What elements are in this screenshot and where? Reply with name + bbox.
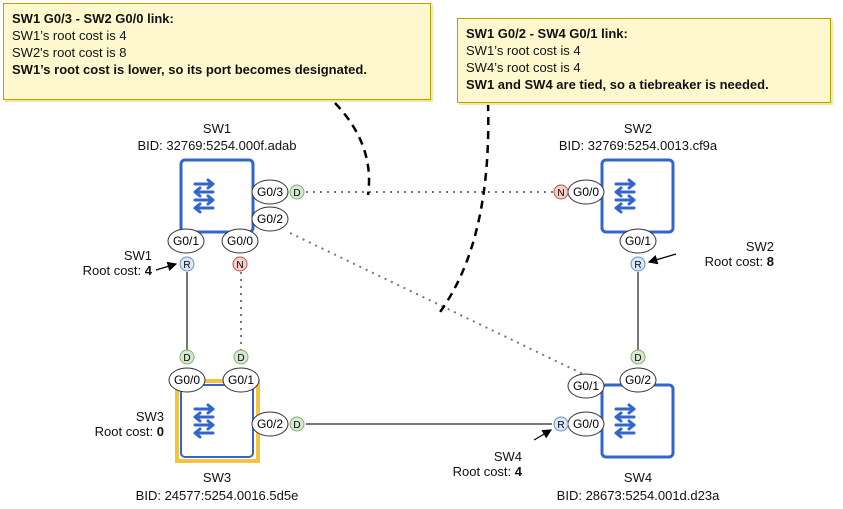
note-heading: SW1 G0/2 - SW4 G0/1 link: [466, 26, 628, 41]
role-non-designated-sw2-g00: N [553, 184, 569, 200]
svg-text:G0/1: G0/1 [573, 379, 599, 393]
sw4-root-cost: SW4 Root cost: 4 [430, 449, 522, 479]
note-sw1-sw2-link: SW1 G0/3 - SW2 G0/0 link: SW1’s root cos… [3, 3, 431, 100]
svg-text:R: R [634, 260, 641, 271]
sw3-root-cost: SW3 Root cost: 0 [72, 409, 164, 439]
root-cost-text: Root cost: 4 [82, 263, 152, 278]
port-sw1-g02[interactable]: G0/2 [251, 206, 289, 232]
arrow-sw2-root [647, 253, 677, 265]
svg-text:G0/0: G0/0 [227, 234, 253, 248]
svg-text:G0/2: G0/2 [257, 417, 283, 431]
port-sw2-g00[interactable]: G0/0 [567, 179, 605, 205]
port-sw4-g02[interactable]: G0/2 [619, 367, 657, 393]
switch-sw2-name: SW2 [623, 121, 653, 136]
svg-text:R: R [183, 260, 190, 271]
root-cost-text: Root cost: 8 [704, 254, 774, 269]
side-switch-name: SW2 [745, 239, 774, 254]
note-line: SW2's root cost is 8 [12, 45, 127, 60]
switch-sw3[interactable] [180, 384, 254, 458]
port-sw4-g00[interactable]: G0/0 [567, 411, 605, 437]
port-sw2-g01[interactable]: G0/1 [619, 228, 657, 254]
switch-sw2-bid: BID: 32769:5254.0013.cf9a [558, 138, 718, 153]
switch-sw4-bid: BID: 28673:5254.001d.d23a [556, 488, 720, 503]
role-root-sw4-g00: R [553, 416, 569, 432]
svg-text:D: D [293, 420, 300, 431]
callout-connector-1 [334, 102, 371, 196]
side-switch-name: SW3 [135, 409, 164, 424]
switch-sw2[interactable] [600, 158, 675, 234]
sw1-root-cost: SW1 Root cost: 4 [60, 248, 152, 278]
svg-text:G0/3: G0/3 [257, 185, 283, 199]
port-sw1-g01[interactable]: G0/1 [167, 228, 205, 254]
note-conclusion: SW1’s root cost is lower, so its port be… [12, 62, 367, 77]
switch-sw1-name: SW1 [202, 121, 232, 136]
side-switch-name: SW4 [493, 449, 522, 464]
port-sw3-g00[interactable]: G0/0 [168, 367, 206, 393]
note-line: SW4’s root cost is 4 [466, 60, 581, 75]
svg-text:D: D [293, 188, 300, 199]
port-sw1-g00[interactable]: G0/0 [221, 228, 259, 254]
svg-text:D: D [183, 353, 190, 364]
svg-text:G0/0: G0/0 [573, 417, 599, 431]
role-designated-sw1-g03: D [289, 184, 305, 200]
root-cost-text: Root cost: 0 [94, 424, 164, 439]
svg-text:G0/2: G0/2 [625, 373, 651, 387]
note-line: SW1’s root cost is 4 [12, 28, 127, 43]
side-switch-name: SW1 [123, 248, 152, 263]
role-designated-sw3-g00: D [179, 349, 195, 365]
switch-sw1[interactable] [179, 158, 255, 234]
svg-text:D: D [237, 353, 244, 364]
switch-sw3-bid: BID: 24577:5254.0016.5d5e [135, 488, 299, 503]
sw2-root-cost: SW2 Root cost: 8 [676, 239, 774, 269]
role-designated-sw3-g01: D [233, 349, 249, 365]
switch-sw4-name: SW4 [623, 470, 653, 485]
callout-connector-2 [438, 102, 490, 313]
svg-text:G0/0: G0/0 [573, 185, 599, 199]
svg-text:N: N [236, 260, 243, 271]
svg-text:N: N [557, 188, 564, 199]
switch-sw4[interactable] [600, 383, 675, 459]
svg-text:G0/2: G0/2 [257, 212, 283, 226]
note-line: SW1’s root cost is 4 [466, 43, 581, 58]
root-cost-text: Root cost: 4 [452, 464, 522, 479]
switch-sw1-bid: BID: 32769:5254.000f.adab [137, 138, 297, 153]
svg-text:R: R [557, 420, 564, 431]
port-sw4-g01[interactable]: G0/1 [567, 373, 605, 399]
port-sw3-g02[interactable]: G0/2 [251, 411, 289, 437]
svg-text:D: D [634, 353, 641, 364]
note-sw1-sw4-link: SW1 G0/2 - SW4 G0/1 link: SW1’s root cos… [457, 18, 831, 103]
port-sw3-g01[interactable]: G0/1 [222, 367, 260, 393]
note-conclusion: SW1 and SW4 are tied, so a tiebreaker is… [466, 77, 769, 92]
note-heading: SW1 G0/3 - SW2 G0/0 link: [12, 11, 174, 26]
svg-text:G0/0: G0/0 [174, 373, 200, 387]
arrow-sw4-root [533, 429, 553, 441]
port-sw1-g03[interactable]: G0/3 [251, 179, 289, 205]
svg-text:G0/1: G0/1 [173, 234, 199, 248]
svg-text:G0/1: G0/1 [228, 373, 254, 387]
role-designated-sw3-g02: D [289, 416, 305, 432]
link-sw1-sw4-blocked [289, 232, 584, 375]
role-root-sw2-g01: R [630, 256, 646, 272]
arrow-sw1-root [155, 261, 178, 272]
role-root-sw1-g01: R [179, 256, 195, 272]
role-designated-sw4-g02: D [630, 349, 646, 365]
svg-text:G0/1: G0/1 [625, 234, 651, 248]
role-non-designated-sw1-g00: N [232, 256, 248, 272]
switch-sw3-name: SW3 [202, 470, 232, 485]
